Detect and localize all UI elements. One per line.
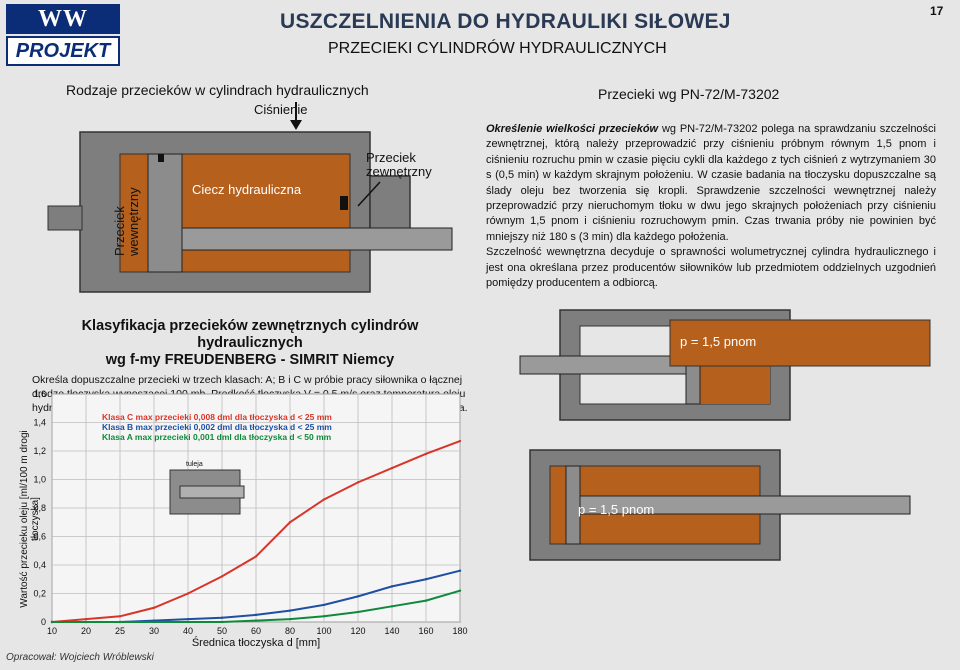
chart-x-axis-label: Średnica tłoczyska d [mm] xyxy=(192,636,320,649)
chart-point xyxy=(118,615,122,618)
chart-point xyxy=(186,620,190,624)
chart-point xyxy=(424,578,428,581)
logo-bottom-text: PROJEKT xyxy=(6,36,120,66)
chart-y-tick-label: 0,2 xyxy=(33,589,46,599)
author-credit: Opracował: Wojciech Wróblewski xyxy=(6,652,154,663)
chart-x-tick-label: 10 xyxy=(47,626,57,636)
chart-legend-entry: Klasa A max przecieki 0,001 dml dla tłoc… xyxy=(102,432,332,442)
piston xyxy=(147,153,183,273)
test-cylinder-top-pressure-label: p = 1,5 pnom xyxy=(680,334,756,349)
chart-point xyxy=(152,606,156,609)
chart-y-tick-label: 1,4 xyxy=(33,418,46,428)
pressure-arrowhead xyxy=(290,120,302,130)
chart-x-tick-label: 60 xyxy=(251,626,261,636)
chart-point xyxy=(356,481,360,484)
chart-point xyxy=(186,592,190,595)
chart-legend-entry: Klasa B max przecieki 0,002 dml dla tłoc… xyxy=(102,422,332,432)
chart-point xyxy=(118,620,122,624)
chart-y-tick-label: 0,6 xyxy=(33,532,46,542)
chart-x-tick-label: 140 xyxy=(384,626,399,636)
chart-y-tick-label: 0,4 xyxy=(33,560,46,570)
piston-rod xyxy=(181,227,453,251)
chart-point xyxy=(254,555,258,558)
chart-x-tick-label: 25 xyxy=(115,626,125,636)
pressure-label: Ciśnienie xyxy=(254,102,307,117)
chart-point xyxy=(254,613,258,617)
chart-point xyxy=(84,617,88,621)
chart-y-tick-label: 1,2 xyxy=(33,446,46,456)
chart-point xyxy=(458,589,462,592)
standard-paragraph-1: Określenie wielkości przecieków wg PN-72… xyxy=(486,122,936,245)
chart-y-tick-label: 1,6 xyxy=(33,389,46,399)
chart-y-tick-label: 1,0 xyxy=(33,475,46,485)
standard-paragraph-2: Szczelność wewnętrzna decyduje o sprawno… xyxy=(486,246,936,290)
chart-x-tick-label: 120 xyxy=(350,626,365,636)
internal-leak-label-1: Przeciek xyxy=(112,206,127,256)
chart-point xyxy=(50,620,54,624)
chart-inset-label: tuleja xyxy=(186,461,203,468)
standard-paragraph-1-body: wg PN-72/M-73202 polega na sprawdzaniu s… xyxy=(486,123,936,243)
chart-point xyxy=(220,620,224,624)
fluid-label: Ciecz hydrauliczna xyxy=(192,182,302,197)
chart-point xyxy=(390,466,394,470)
chart-point xyxy=(424,599,428,602)
chart-x-tick-label: 80 xyxy=(285,626,295,636)
chart-point xyxy=(220,575,224,578)
standard-text-block: Określenie wielkości przecieków wg PN-72… xyxy=(486,122,936,291)
chart-y-tick-label: 0,8 xyxy=(33,503,46,513)
chart-point xyxy=(288,617,292,621)
chart-point xyxy=(322,603,326,607)
chart-point xyxy=(458,569,462,572)
page-subtitle: PRZECIEKI CYLINDRÓW HYDRAULICZNYCH xyxy=(328,40,667,57)
freudenberg-title-line-2: wg f-my FREUDENBERG - SIMRIT Niemcy xyxy=(105,352,395,368)
chart-x-tick-label: 30 xyxy=(149,626,159,636)
external-leak-arrow xyxy=(357,181,381,207)
page-title: USZCZELNIENIA DO HYDRAULIKI SIŁOWEJ xyxy=(280,10,731,33)
test-cylinders-diagram: p = 1,5 pnom p = 1,5 pnom xyxy=(519,309,931,561)
chart-point xyxy=(390,605,394,608)
chart-y-tick-label: 0 xyxy=(41,617,46,627)
chart-point xyxy=(220,616,224,619)
chart-x-tick-label: 40 xyxy=(183,626,193,636)
chart-point xyxy=(458,439,462,443)
external-leak-label-1: Przeciek xyxy=(366,150,416,165)
chart-point xyxy=(356,595,360,598)
chart-point xyxy=(84,620,88,624)
internal-leak-label-2: wewnętrzny xyxy=(126,187,141,257)
cylinder-leak-diagram: Przeciek wewnętrzny Ciecz hydrauliczna P… xyxy=(47,102,453,293)
chart-legend-entry: Klasa C max przecieki 0,008 dml dla tłoc… xyxy=(102,412,332,422)
chart-point xyxy=(356,610,360,614)
chart-point xyxy=(288,521,292,524)
logo-top-text: WW xyxy=(6,4,120,34)
chart-point xyxy=(390,585,394,588)
company-logo: WW PROJEKT xyxy=(6,4,120,68)
cylinder-eye xyxy=(47,205,83,231)
page-number: 17 xyxy=(930,4,944,18)
freudenberg-title: Klasyfikacja przecieków zewnętrznych cyl… xyxy=(32,318,468,369)
chart-x-tick-label: 180 xyxy=(452,626,467,636)
standard-heading: Przecieki wg PN-72/M-73202 xyxy=(598,86,780,102)
test-cylinder-bottom-pressure-label: p = 1,5 pnom xyxy=(578,502,654,517)
chart-x-tick-label: 160 xyxy=(418,626,433,636)
standard-paragraph-1-lead: Określenie wielkości przecieków xyxy=(486,123,659,135)
chart-point xyxy=(152,620,156,624)
chart-point xyxy=(322,615,326,618)
chart-point xyxy=(254,619,258,622)
chart-point xyxy=(424,452,428,456)
chart-x-tick-label: 100 xyxy=(316,626,331,636)
chart-point xyxy=(322,498,326,501)
chart-inset-rod xyxy=(179,485,245,499)
freudenberg-title-line-1: Klasyfikacja przecieków zewnętrznych cyl… xyxy=(81,318,419,351)
leak-types-heading: Rodzaje przecieków w cylindrach hydrauli… xyxy=(66,82,369,98)
rod-seal xyxy=(340,196,348,210)
chart-point xyxy=(288,609,292,612)
test-cylinder-bottom-rod xyxy=(579,495,911,515)
piston-seal-top xyxy=(158,154,164,162)
chart-x-tick-label: 20 xyxy=(81,626,91,636)
test-cylinder-top-pressure-box xyxy=(669,319,931,367)
external-leak-label-2: zewnętrzny xyxy=(366,164,432,179)
chart-point xyxy=(186,617,190,621)
chart-x-tick-label: 50 xyxy=(217,626,227,636)
